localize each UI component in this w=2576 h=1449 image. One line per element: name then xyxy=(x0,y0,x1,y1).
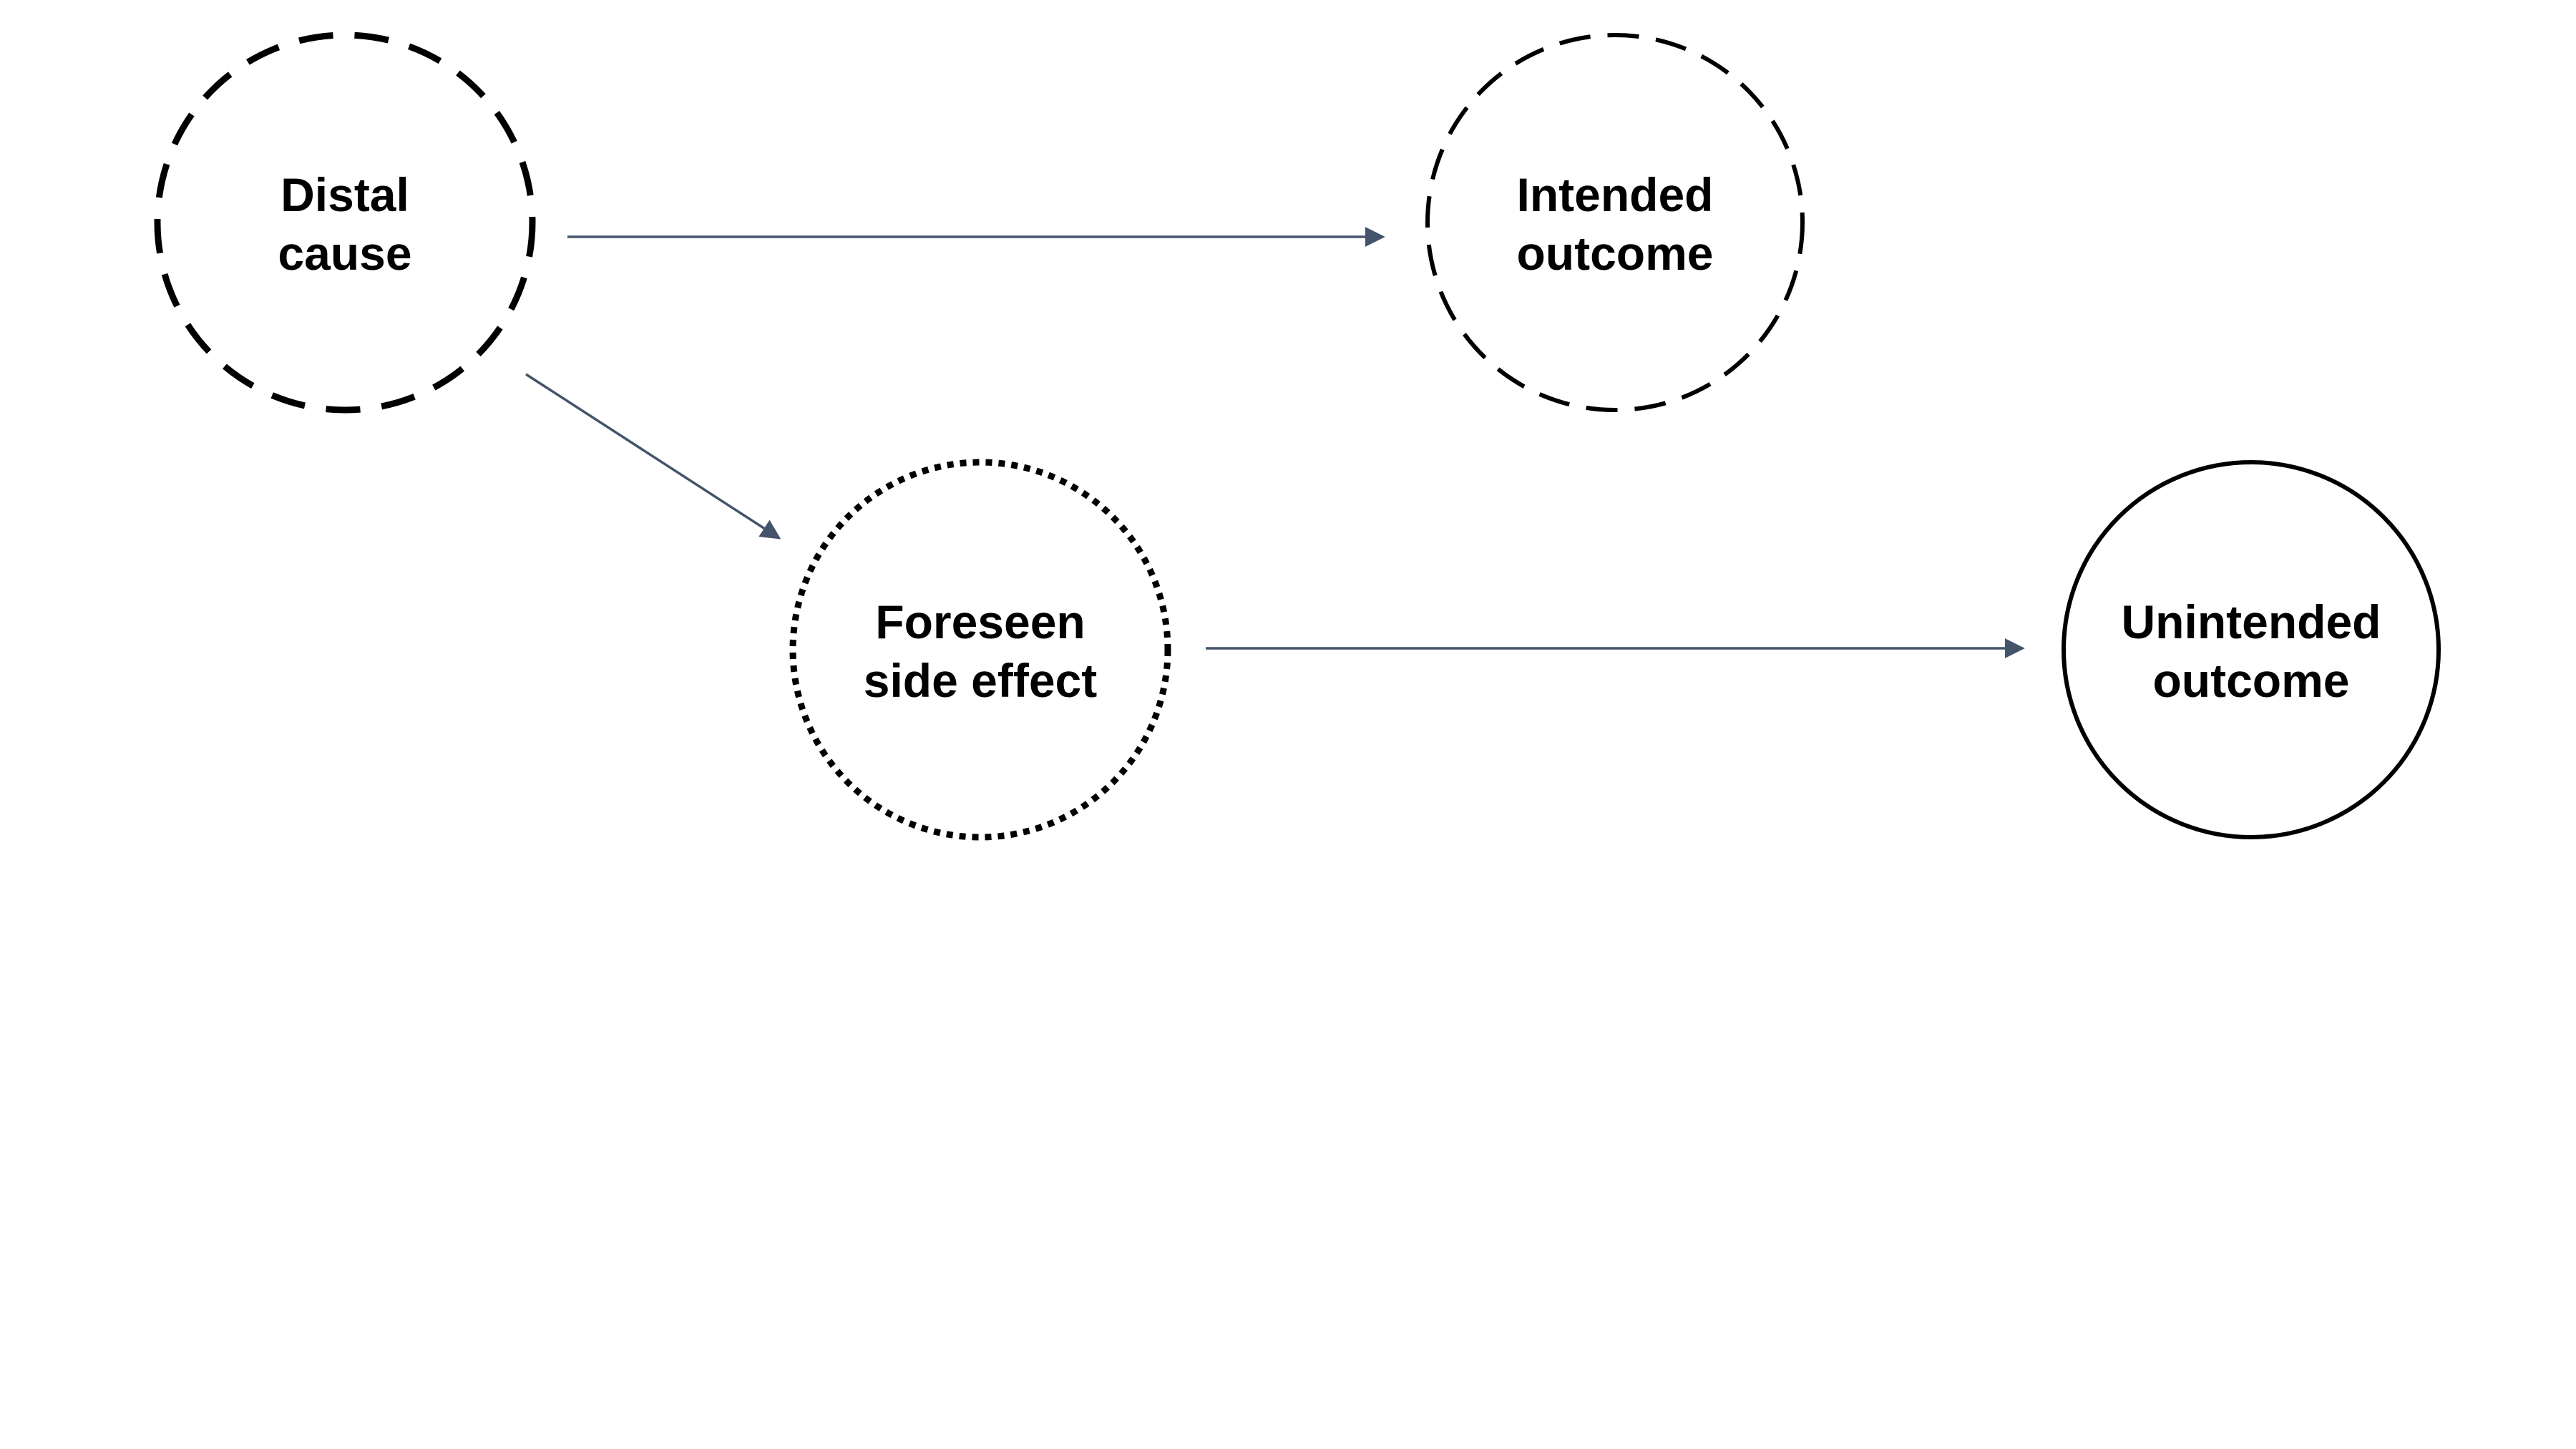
node-distal-cause-circle xyxy=(154,31,536,414)
node-intended-outcome-circle xyxy=(1425,33,1805,412)
node-unintended-outcome-label-line1: Unintended xyxy=(2122,595,2381,648)
node-foreseen-side-effect-label-line1: Foreseen xyxy=(875,595,1085,648)
node-distal-cause-label-line2: cause xyxy=(278,227,411,280)
node-distal-cause-label-line1: Distal xyxy=(280,168,409,221)
node-intended-outcome-label-line1: Intended xyxy=(1517,168,1714,221)
node-unintended-outcome: Unintended outcome xyxy=(2062,460,2441,839)
node-foreseen-side-effect: Foreseen side effect xyxy=(789,459,1171,841)
node-foreseen-side-effect-label-line2: side effect xyxy=(864,654,1097,707)
node-foreseen-side-effect-circle xyxy=(789,459,1171,841)
node-intended-outcome: Intended outcome xyxy=(1425,33,1805,412)
node-unintended-outcome-label-line2: outcome xyxy=(2152,654,2349,707)
node-distal-cause: Distal cause xyxy=(154,31,536,414)
node-intended-outcome-label-line2: outcome xyxy=(1516,227,1713,280)
node-unintended-outcome-circle xyxy=(2062,460,2441,839)
arrow-distal-to-foreseen xyxy=(525,373,781,540)
